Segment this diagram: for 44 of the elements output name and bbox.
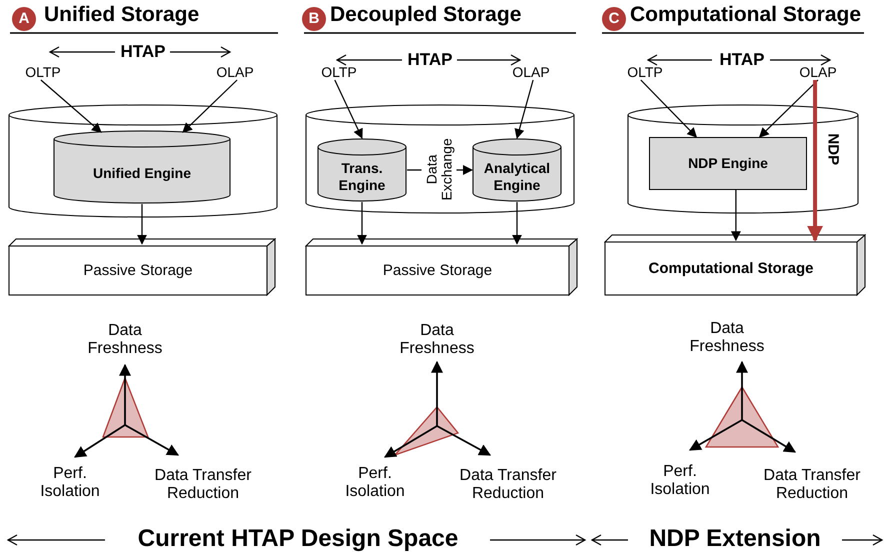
protocol-label: HTAP: [119, 43, 166, 62]
arrow: [40, 80, 102, 133]
arrow: [512, 202, 522, 245]
axis-label: Data Freshness: [86, 322, 164, 358]
protocol-label: HTAP: [406, 51, 454, 70]
arrow: [730, 190, 741, 242]
engine-cylinder: Trans. Engine: [317, 138, 407, 202]
input-label: OLAP: [510, 64, 552, 80]
edge-label: Data Exchange: [424, 137, 455, 203]
edge-label: NDP: [824, 132, 840, 168]
input-label: OLTP: [318, 64, 360, 80]
arrow: [807, 80, 824, 242]
input-label: OLTP: [22, 64, 64, 80]
axis-label: Data Transfer Reduction: [458, 467, 558, 502]
arrow: [406, 165, 473, 175]
axis-label: Data Freshness: [688, 320, 766, 356]
axis-label: Perf. Isolation: [344, 465, 406, 500]
letter-badge: B: [302, 7, 326, 31]
input-label: OLTP: [624, 64, 666, 80]
protocol-label: HTAP: [718, 51, 766, 70]
panel-heading: Decoupled Storage: [330, 3, 522, 27]
section-title: Current HTAP Design Space: [136, 526, 460, 552]
axis-label: Data Freshness: [398, 322, 476, 358]
input-label: OLAP: [214, 64, 256, 80]
input-label: OLAP: [797, 64, 839, 80]
axis-label: Perf. Isolation: [39, 465, 101, 500]
arrow: [137, 204, 147, 245]
arrow: [514, 80, 534, 139]
axis-label: Data Transfer Reduction: [154, 467, 252, 502]
axis-label: Data Transfer Reduction: [762, 467, 862, 502]
panel-heading: Computational Storage: [630, 3, 862, 27]
panel-heading: Unified Storage: [44, 3, 200, 27]
axis-label: Perf. Isolation: [649, 463, 711, 498]
letter-badge: C: [602, 7, 626, 31]
arrow: [640, 80, 698, 138]
arrow: [334, 80, 363, 139]
section-title: NDP Extension: [648, 526, 822, 552]
arrow: [182, 80, 238, 133]
arrow: [758, 80, 818, 138]
arrow: [357, 202, 367, 245]
engine-box: NDP Engine: [649, 137, 807, 190]
letter-badge: A: [12, 7, 36, 31]
engine-cylinder: Unified Engine: [53, 130, 231, 204]
engine-cylinder: Analytical Engine: [472, 138, 562, 202]
